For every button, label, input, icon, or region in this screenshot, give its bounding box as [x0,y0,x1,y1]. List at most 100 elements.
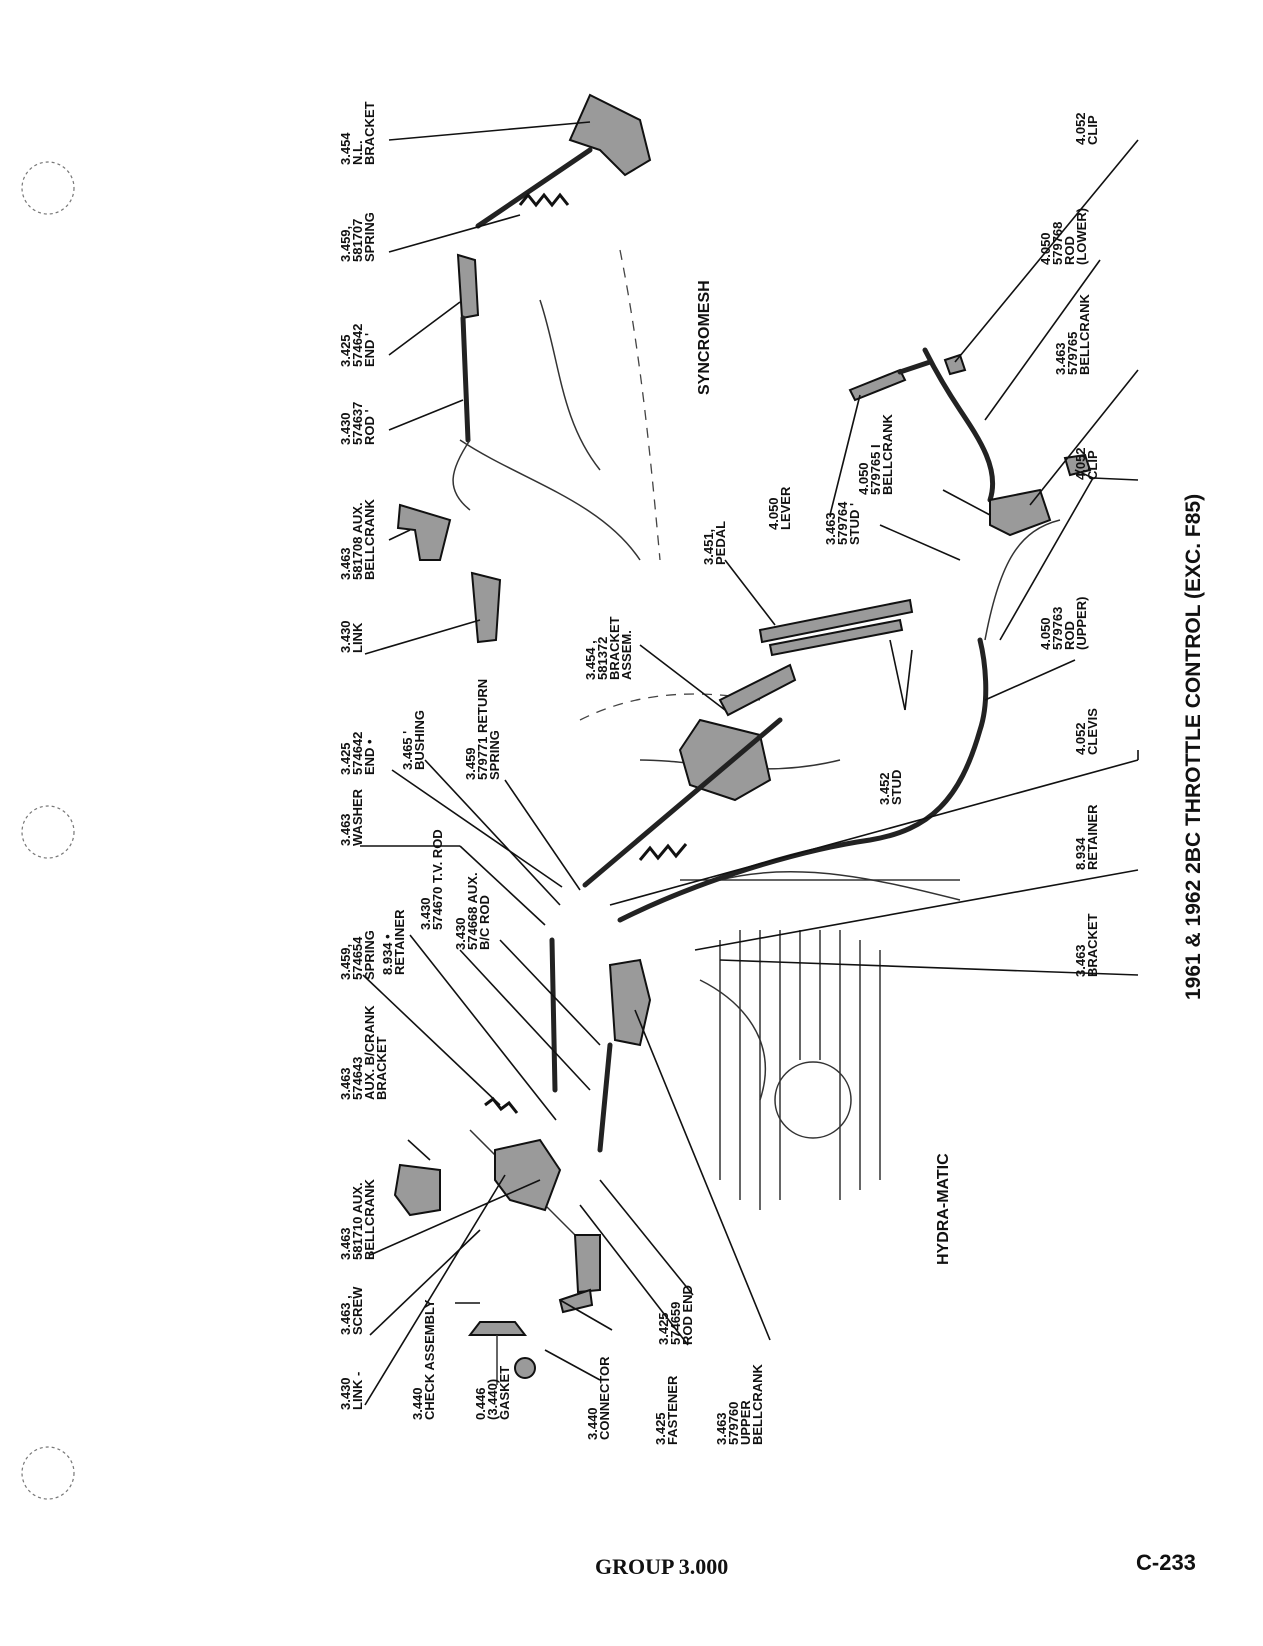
grille-bars [719,930,881,1210]
part-label-line: CONNECTOR [597,1356,612,1440]
part-label-line: B/C ROD [477,895,492,950]
part-label-line: 4.052 [1073,112,1088,145]
part-label-line: WASHER [350,788,365,846]
part-label-line: 3.463 [338,813,353,846]
part-label-line: 3.430 [453,917,468,950]
part-label-line: 4.052 [1073,722,1088,755]
nl-bracket-part [568,93,652,177]
part-label-line: BRACKET [362,101,377,165]
part-label-end-574642-top: 3.425574642END ' [338,324,377,367]
part-label-line: 4.050 [856,462,871,495]
part-label-check-assembly: 3.440CHECK ASSEMBLY [410,1299,437,1420]
spring-581707-part [518,192,570,208]
part-label-line: 574642 [350,324,365,367]
part-label-line: 3.459 [463,747,478,780]
part-label-rod-end: 3.425574659ROD END [656,1285,695,1345]
part-label-link-bottom: 3.430LINK - [338,1372,365,1410]
part-label-line: 574643 [350,1057,365,1100]
part-label-retainer-right: 8.934RETAINER [1073,804,1100,870]
part-label-line: 3.430 [338,412,353,445]
part-label-line: 3.463 [338,1227,353,1260]
syncromesh-label: SYNCROMESH [696,280,713,395]
part-labels: 3.454N.L.BRACKET3.459,581707SPRING3.4255… [338,101,1100,1445]
part-label-line: 3.425 [338,334,353,367]
part-label-line: 579768 [1050,222,1065,265]
part-label-line: 3.459, [338,226,353,262]
part-label-line: FASTENER [665,1375,680,1445]
pedal-part [758,598,914,644]
part-label-rod-574637: 3.430574637ROD ' [338,402,377,445]
part-label-line: 579764 [835,501,850,545]
part-label-line: 3.463 [1073,944,1088,977]
part-label-line: ROD [1062,621,1077,650]
part-label-clip-mid: 4.052CLIP [1073,447,1100,480]
binder-hole-top [21,161,75,215]
part-label-spring-581707: 3.459,581707SPRING [338,212,377,262]
part-label-line: 579760 [726,1402,741,1445]
part-label-line: CHECK ASSEMBLY [422,1299,437,1420]
part-label-line: 8.934 [1073,837,1088,870]
part-label-line: 3.463 , [338,1295,353,1335]
part-label-line: 3.451, [701,529,716,565]
part-label-line: BELLCRANK [362,1179,377,1260]
part-label-fastener: 3.425FASTENER [653,1375,680,1445]
part-label-line: 0.446 [473,1387,488,1420]
part-label-gasket: 0.446(3.440)GASKET [473,1366,512,1420]
part-label-line: 574637 [350,402,365,445]
part-label-line: SPRING [362,930,377,980]
binder-hole-bottom [21,1446,75,1500]
part-label-line: ROD [1062,236,1077,265]
part-label-end-574642-mid: 3.425574642END • [338,732,377,775]
part-label-rod-upper: 4.050579763ROD(UPPER) [1038,597,1089,650]
part-label-line: (3.440) [485,1379,500,1420]
grille-emblem [774,1061,852,1139]
part-label-line: BRACKET [1085,913,1100,977]
pedal-assembly [582,598,914,888]
part-label-line: BELLCRANK [362,499,377,580]
part-label-line: 574670 T.V. ROD [430,829,445,930]
part-label-line: 3.430 [418,897,433,930]
aux-bellcrank-581708-part [396,503,452,561]
part-label-line: 4.050 [1038,232,1053,265]
part-label-line: 3.425 [656,1312,671,1345]
part-label-line: 3.463 [1053,342,1068,375]
part-label-line: 3.454 , [583,640,598,680]
part-label-line: RETAINER [392,909,407,975]
engine-sketch [459,249,961,1261]
part-label-line: GASKET [497,1366,512,1420]
aux-bcrank-bracket-part [393,1163,441,1217]
part-label-line: AUX. B/CRANK [362,1005,377,1100]
part-label-line: 8.934 • [380,934,395,975]
part-label-line: CLEVIS [1085,708,1100,755]
part-label-line: 574668 AUX. [465,872,480,950]
part-label-upper-bellcrank: 3.463579760UPPERBELLCRANK [714,1364,765,1445]
part-label-washer: 3.463WASHER [338,788,365,846]
part-label-line: 3.440 [410,1387,425,1420]
part-label-line: BELLCRANK [880,414,895,495]
part-label-bellcrank-579765-left: 4.050579765 IBELLCRANK [856,414,895,495]
part-label-line: END • [362,739,377,775]
part-label-line: SPRING [487,730,502,780]
bellcrank-579765-part [989,488,1052,537]
part-label-line: BRACKET [374,1036,389,1100]
leader-lines [360,121,1139,1406]
part-label-bellcrank-579765-right: 3.463579765BELLCRANK [1053,294,1092,375]
part-label-line: ROD ' [362,409,377,445]
part-label-lever: 4.050LEVER [766,486,793,530]
part-label-screw: 3.463 ,SCREW [338,1286,365,1335]
part-label-line: 579765 [1065,332,1080,375]
part-label-tv-rod: 3.430574670 T.V. ROD [418,829,445,930]
part-label-return-spring: 3.459579771 RETURNSPRING [463,679,502,780]
part-label-line: 579771 RETURN [475,679,490,780]
spring-574654-part [484,1096,519,1114]
part-label-line: BUSHING [412,710,427,770]
part-label-line: 3.430 [338,620,353,653]
part-label-line: 574642 [350,732,365,775]
part-label-line: 4.052 [1073,447,1088,480]
syncromesh-linkage [396,93,652,644]
part-label-line: ASSEM. [619,630,634,680]
part-label-line: LINK - [350,1372,365,1410]
part-label-line: 581708 AUX. [350,502,365,580]
part-label-rod-lower: 4.050579768ROD(LOWER) [1038,208,1089,265]
part-label-line: SPRING [362,212,377,262]
